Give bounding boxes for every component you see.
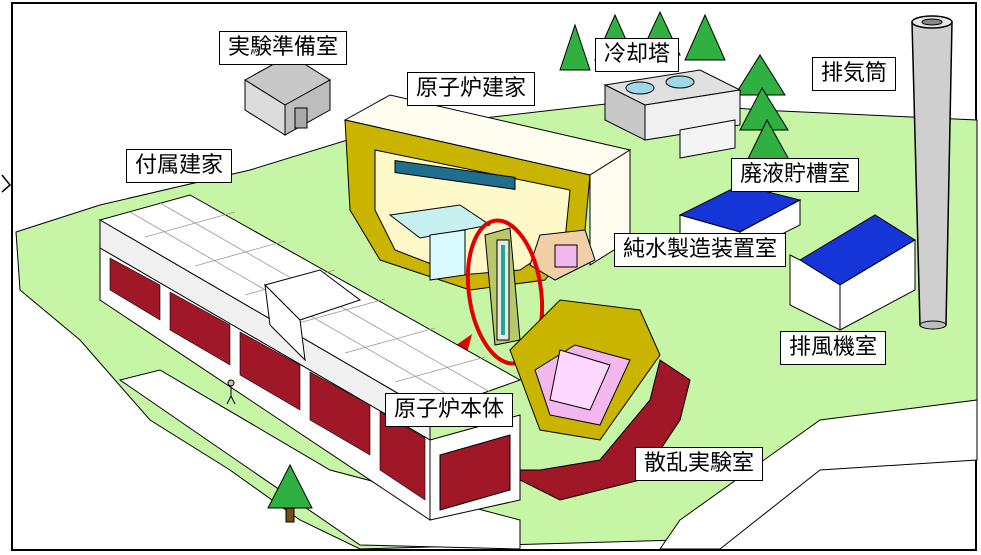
- tree-bottom-left: [267, 463, 313, 523]
- annex-building-drawing: [98, 194, 522, 521]
- label-annex-building: 付属建家: [126, 149, 233, 183]
- label-reactor-building: 原子炉建家: [407, 72, 536, 106]
- exhaust-stack-drawing: [911, 15, 953, 330]
- label-prep-room: 実験準備室: [219, 31, 348, 65]
- label-scattering-lab: 散乱実験室: [635, 447, 764, 481]
- scattering-lab-drawing: [509, 299, 661, 441]
- label-cooling-tower: 冷却塔: [595, 38, 680, 72]
- label-waste-tank-room: 廃液貯槽室: [731, 158, 860, 192]
- label-pure-water-room: 純水製造装置室: [614, 233, 787, 267]
- road-right: [659, 399, 978, 550]
- label-reactor-core: 原子炉本体: [385, 393, 514, 427]
- label-exhaust-stack: 排気筒: [812, 57, 897, 91]
- label-exhaust-fan-room: 排風機室: [780, 331, 887, 365]
- edge-arrow: [1, 174, 12, 193]
- exhaust-fan-room-drawing: [789, 214, 916, 331]
- person-figure: [226, 379, 236, 405]
- prep-room-drawing: [244, 54, 331, 136]
- cooling-tower-drawing: [603, 69, 742, 159]
